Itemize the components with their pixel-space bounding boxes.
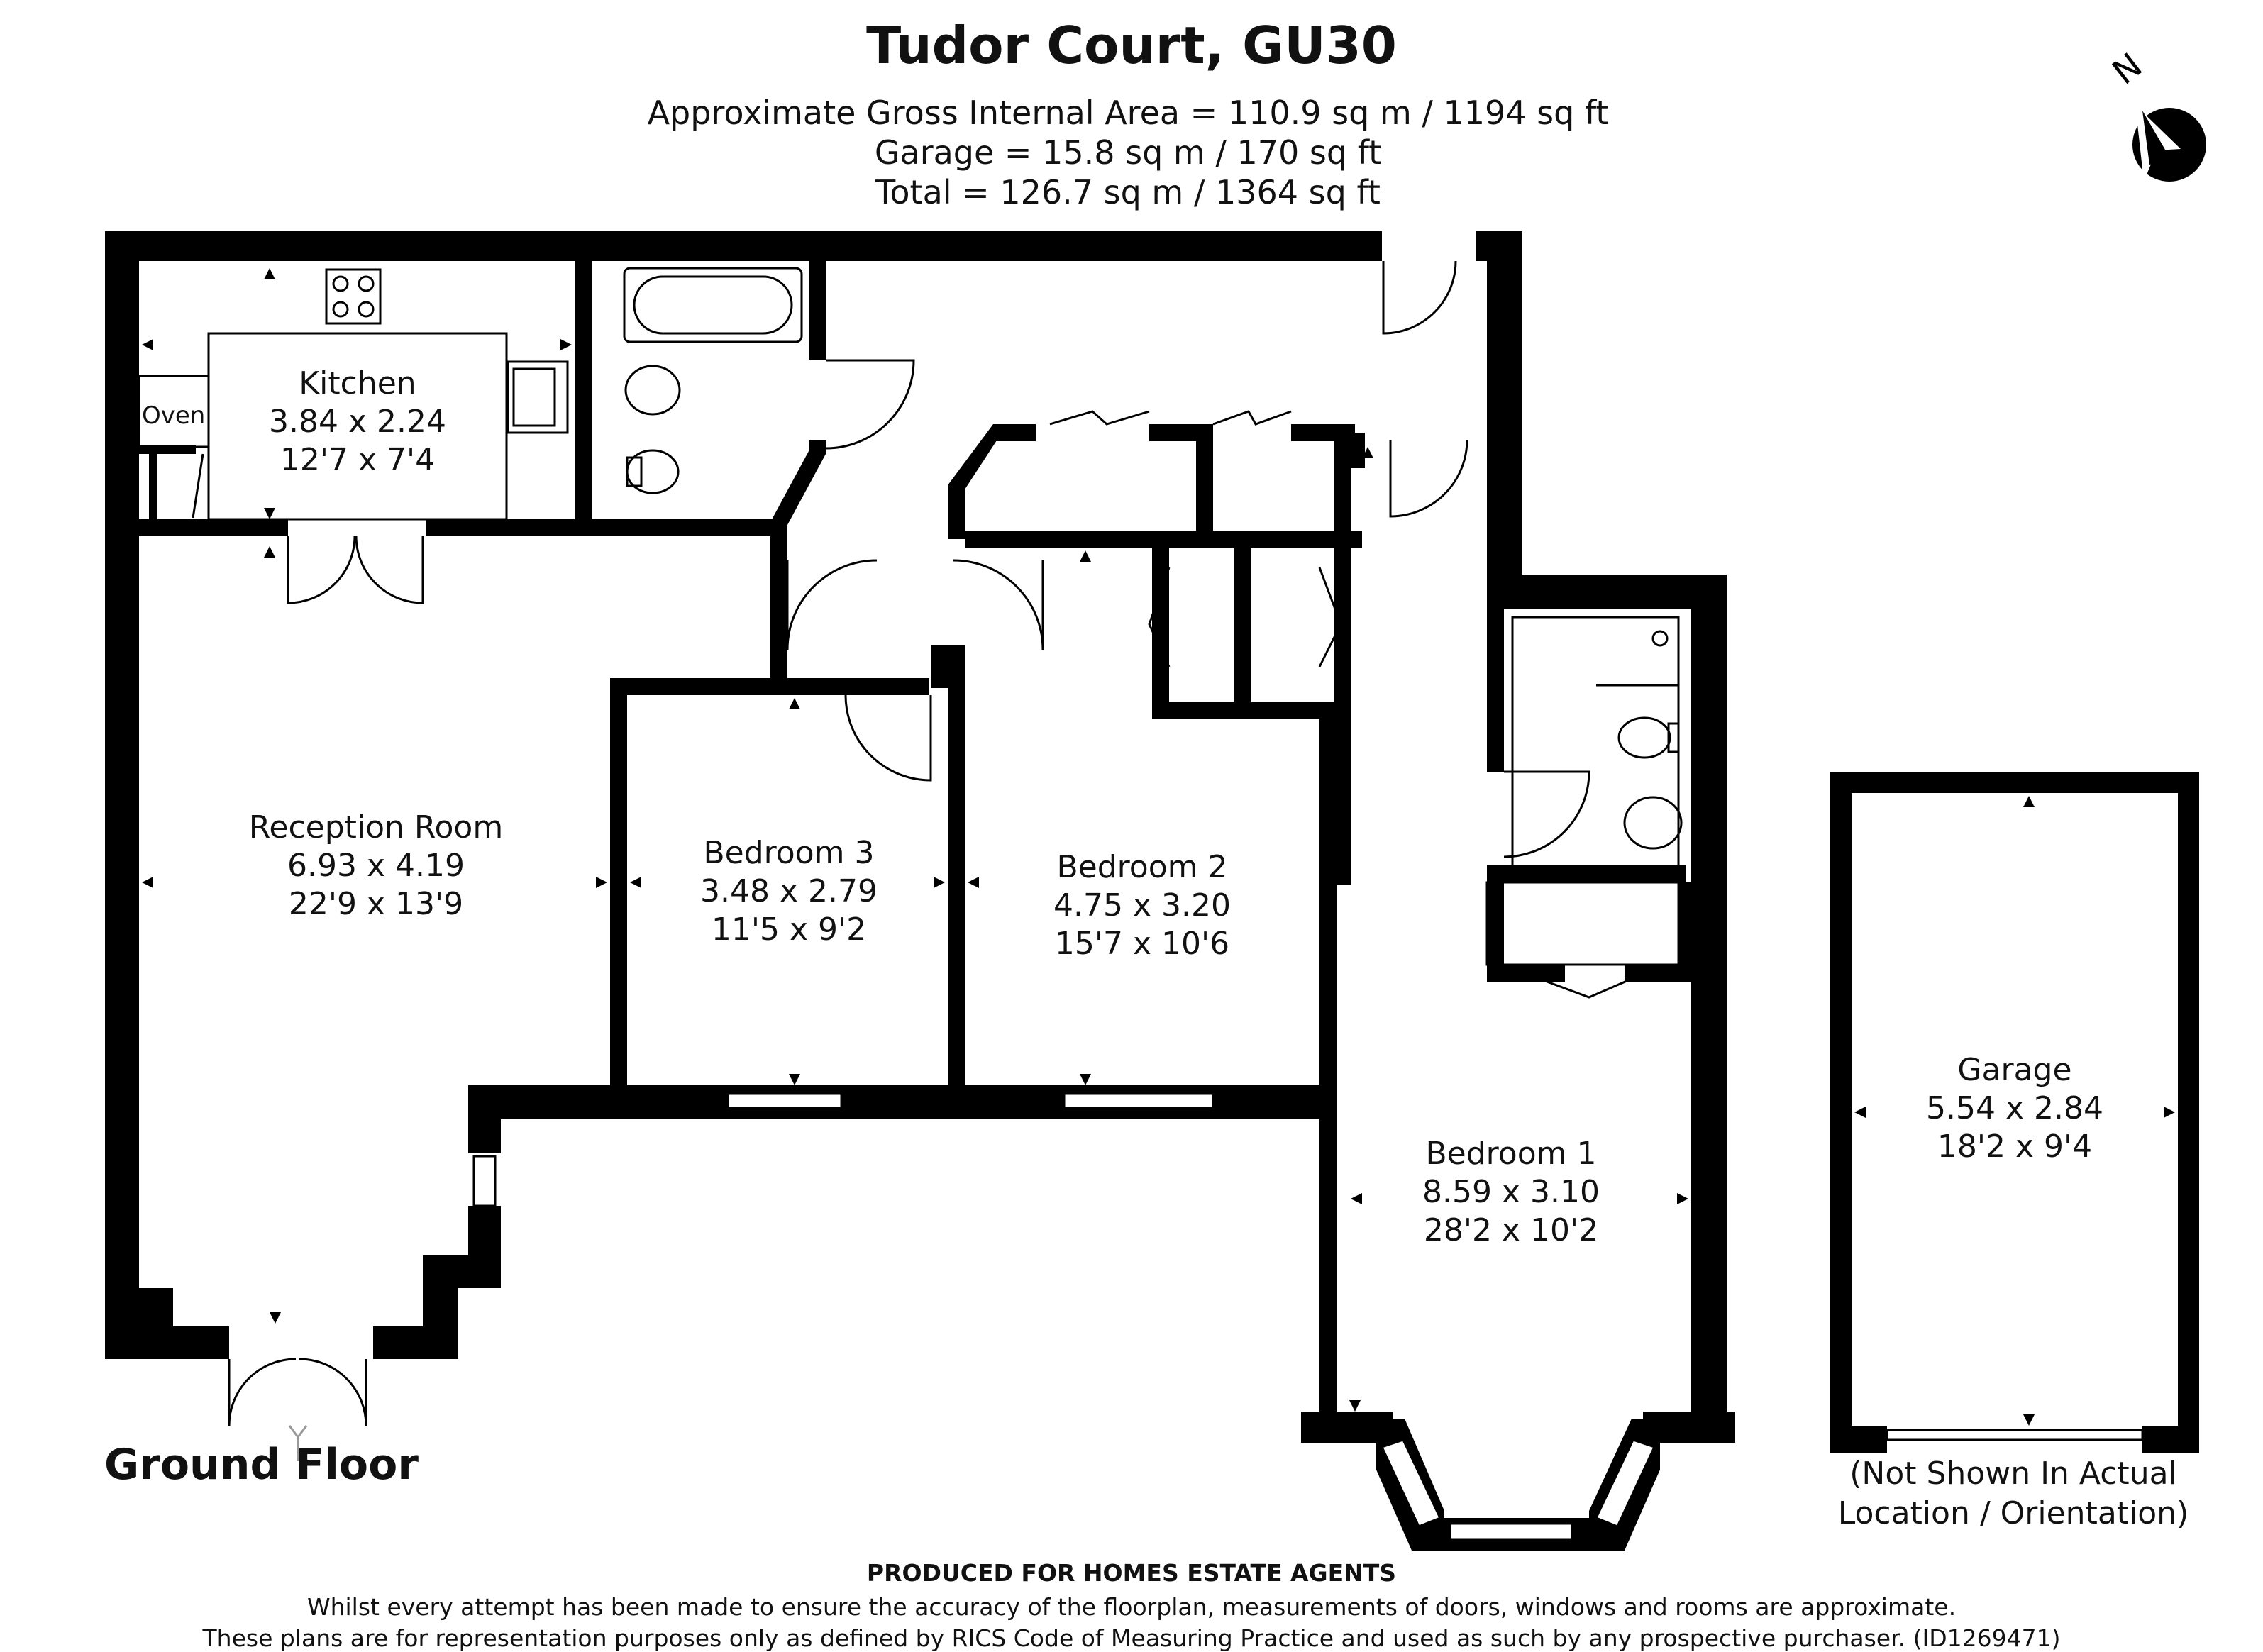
- bedroom3-imperial: 11'5 x 9'2: [711, 911, 867, 948]
- bedroom3-door: [844, 694, 932, 782]
- kitchen-door-right: [355, 536, 424, 604]
- window-bay-right: [1594, 1438, 1656, 1528]
- garage-name: Garage: [1957, 1052, 2072, 1088]
- entrance-arrow-icon: [288, 1425, 308, 1461]
- bedroom2-metric: 4.75 x 3.20: [1053, 887, 1231, 924]
- disclaimer-line-1: Whilst every attempt has been made to en…: [306, 1593, 1957, 1621]
- window-bay-left: [1380, 1438, 1442, 1528]
- kitchen-name: Kitchen: [299, 365, 416, 401]
- basin-icon: [624, 365, 681, 416]
- bedroom1-cupboard: [1485, 881, 1680, 966]
- cupboard-doors-4: [1318, 567, 1342, 667]
- window-reception: [472, 1155, 497, 1207]
- garage-imperial: 18'2 x 9'4: [1937, 1129, 2093, 1165]
- garage-area: Garage = 15.8 sq m / 170 sq ft: [874, 133, 1382, 172]
- cupboard-doors-3: [1148, 567, 1171, 667]
- bathroom-door: [825, 359, 915, 450]
- wall-left: [105, 231, 139, 1359]
- doors: [228, 260, 1632, 1426]
- plan-title: Tudor Court, GU30: [866, 16, 1397, 75]
- oven-box: [138, 375, 210, 448]
- room-label-bedroom1: Bedroom 1 8.59 x 3.10 28'2 x 10'2: [1422, 1135, 1600, 1250]
- oven-label: Oven: [142, 401, 206, 430]
- reception-name: Reception Room: [248, 809, 504, 846]
- room-label-bedroom3: Bedroom 3 3.48 x 2.79 11'5 x 9'2: [700, 834, 878, 949]
- compass-north-label: N: [2106, 45, 2150, 92]
- cupboard-doors-1: [1049, 410, 1150, 426]
- shower-toilet-icon: [1617, 716, 1671, 759]
- window-bedroom1: [1449, 1522, 1573, 1541]
- kitchen-metric: 3.84 x 2.24: [269, 404, 446, 440]
- bath-icon: [623, 267, 803, 343]
- bedroom2-imperial: 15'7 x 10'6: [1054, 926, 1230, 962]
- bedroom1-door: [1389, 439, 1468, 518]
- north-arrow-icon: [2132, 105, 2206, 182]
- bedroom2-name: Bedroom 2: [1056, 849, 1228, 885]
- room-label-reception: Reception Room 6.93 x 4.19 22'9 x 13'9: [249, 809, 503, 924]
- kitchen-imperial: 12'7 x 7'4: [280, 442, 436, 478]
- total-area: Total = 126.7 sq m / 1364 sq ft: [875, 173, 1381, 211]
- floor-label: Ground Floor: [104, 1440, 419, 1490]
- produced-by: PRODUCED FOR HOMES ESTATE AGENTS: [866, 1559, 1397, 1587]
- front-door: [1382, 260, 1457, 335]
- fixtures: [138, 267, 1683, 966]
- bedroom1-metric: 8.59 x 3.10: [1422, 1174, 1600, 1210]
- reception-metric: 6.93 x 4.19: [287, 848, 465, 884]
- shower-room: [1511, 616, 1680, 874]
- windows: [472, 1092, 1656, 1541]
- garage-note-line-1: (Not Shown In Actual: [1849, 1456, 2177, 1492]
- garage-note-line-2: Location / Orientation): [1837, 1495, 2189, 1531]
- bedroom1-name: Bedroom 1: [1425, 1136, 1597, 1172]
- hob-icon: [325, 268, 382, 325]
- bedroom3-metric: 3.48 x 2.79: [700, 873, 878, 909]
- patio-door-left: [228, 1358, 297, 1426]
- cupboard-doors-2: [1212, 410, 1292, 426]
- cupboard-doors-5: [1539, 977, 1632, 999]
- room-label-garage: Garage 5.54 x 2.84 18'2 x 9'4: [1926, 1051, 2103, 1166]
- window-bedroom3: [726, 1092, 843, 1109]
- kitchen-door-left: [287, 536, 356, 604]
- shower-head-icon: [1651, 630, 1669, 647]
- garage-door: [1886, 1429, 2144, 1441]
- hall-door-left: [786, 559, 878, 650]
- room-label-kitchen: Kitchen 3.84 x 2.24 12'7 x 7'4: [269, 365, 446, 479]
- wall-top: [105, 231, 1382, 261]
- disclaimer-line-2: These plans are for representation purpo…: [202, 1624, 2061, 1652]
- reception-imperial: 22'9 x 13'9: [288, 886, 464, 922]
- room-label-bedroom2: Bedroom 2 4.75 x 3.20 15'7 x 10'6: [1053, 848, 1231, 963]
- garage-walls: [1830, 772, 2199, 1453]
- shower-basin-icon: [1623, 796, 1683, 850]
- hall-door-right: [953, 559, 1044, 650]
- bedroom1-imperial: 28'2 x 10'2: [1423, 1212, 1599, 1248]
- shower-room-door: [1503, 770, 1590, 858]
- window-bedroom2: [1063, 1092, 1215, 1109]
- garage-location-note: (Not Shown In Actual Location / Orientat…: [1838, 1454, 2189, 1534]
- dimension-markers: [142, 268, 2175, 1426]
- gross-internal-area: Approximate Gross Internal Area = 110.9 …: [647, 94, 1609, 132]
- bedroom3-name: Bedroom 3: [703, 835, 875, 871]
- kitchen-sink-icon: [507, 360, 569, 434]
- patio-door-right: [299, 1358, 367, 1426]
- garage-metric: 5.54 x 2.84: [1926, 1090, 2103, 1126]
